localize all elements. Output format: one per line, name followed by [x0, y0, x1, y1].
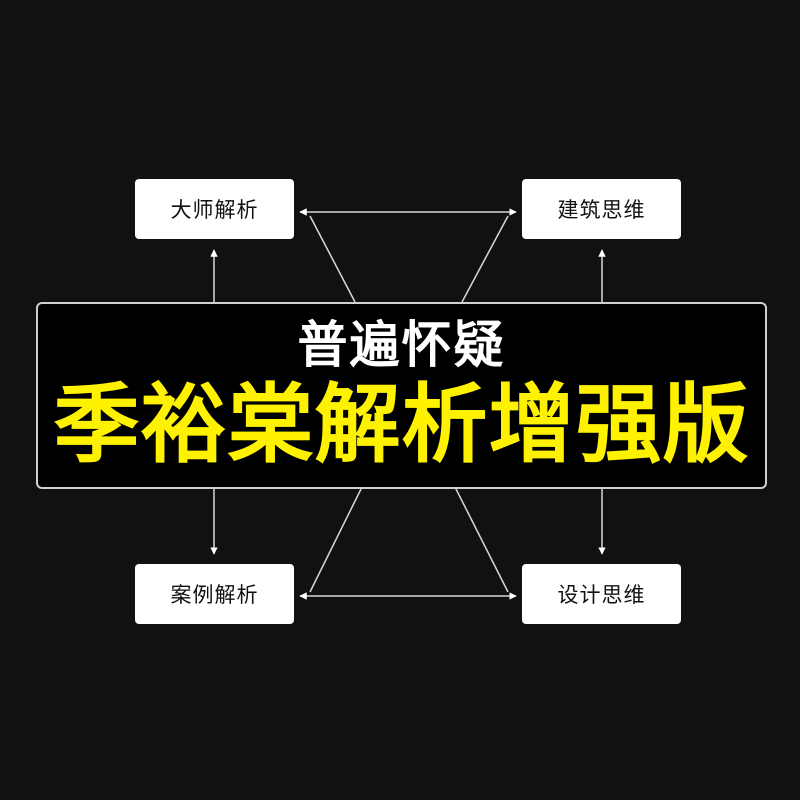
central-banner: 普遍怀疑 季裕棠解析增强版 [36, 302, 767, 489]
node-bottom-right: 设计思维 [522, 564, 681, 624]
diagonal-bottom-left [309, 486, 363, 593]
node-bottom-left: 案例解析 [135, 564, 294, 624]
node-top-left: 大师解析 [135, 179, 294, 239]
banner-title: 季裕棠解析增强版 [53, 374, 750, 475]
node-label: 建筑思维 [557, 198, 646, 222]
diagonal-bottom-right [454, 486, 509, 593]
node-label: 设计思维 [557, 583, 646, 607]
diagonal-top-right [461, 215, 509, 303]
node-label: 大师解析 [170, 198, 259, 222]
banner-subtitle: 普遍怀疑 [297, 315, 506, 374]
diagonal-top-left [309, 215, 356, 303]
node-top-right: 建筑思维 [522, 179, 681, 239]
node-label: 案例解析 [170, 583, 259, 607]
